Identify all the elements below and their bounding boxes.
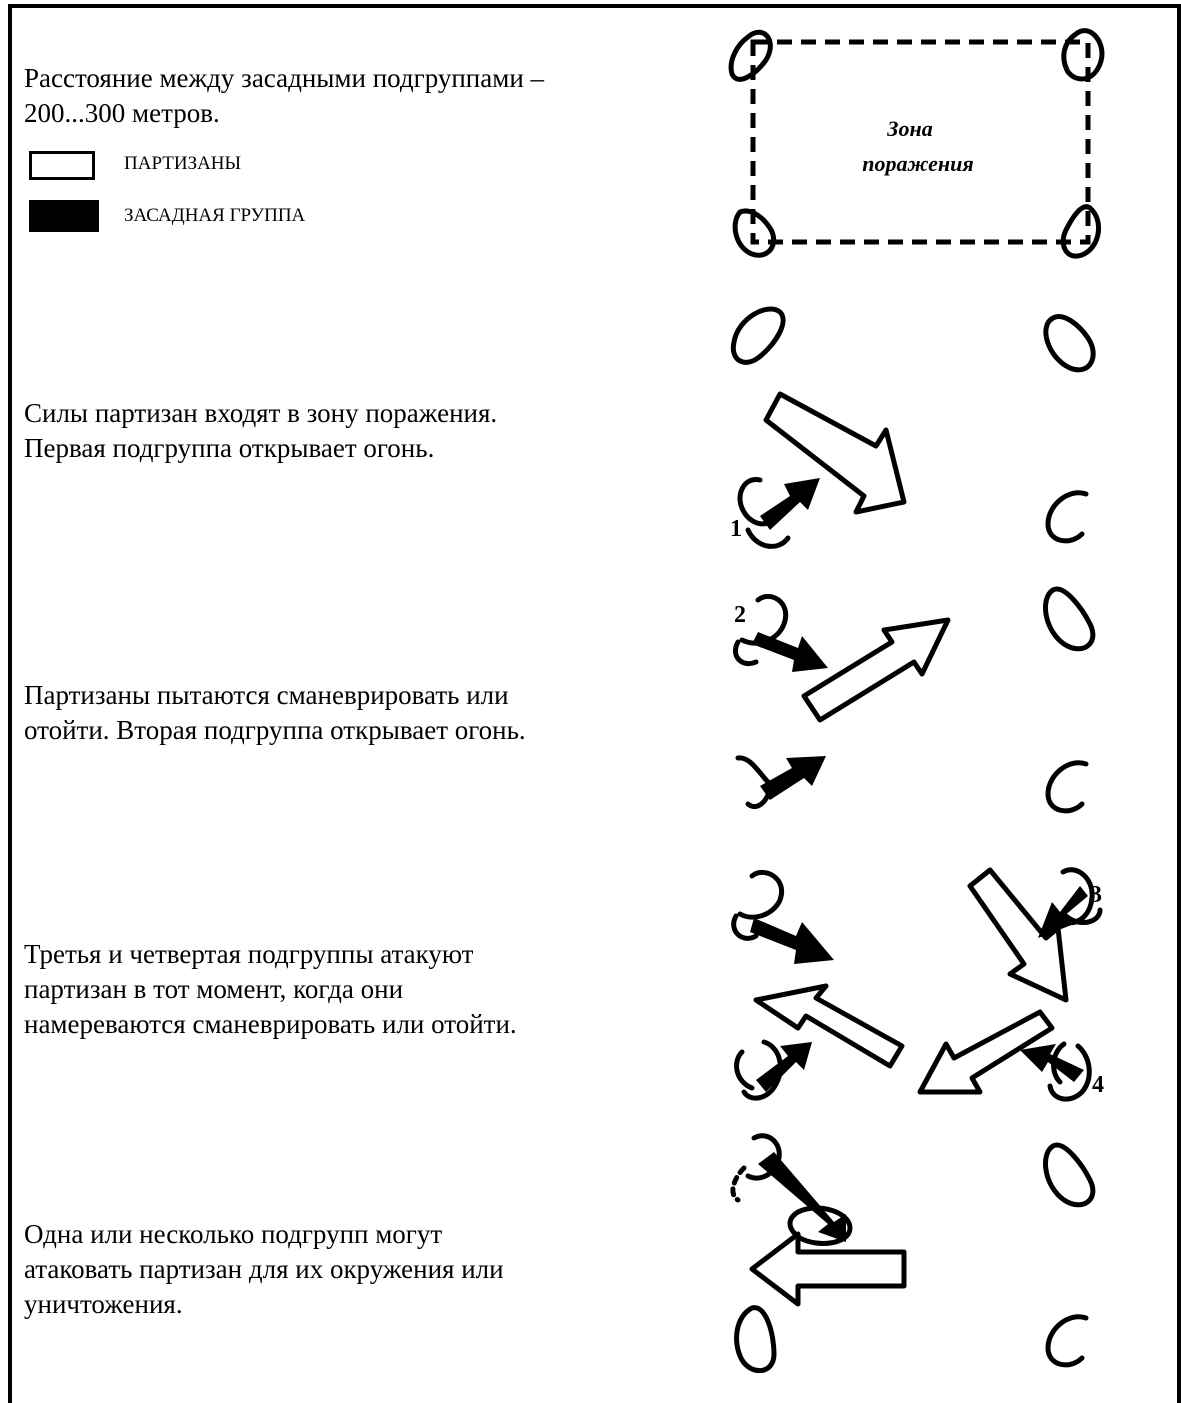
ambush-position-icon <box>734 1305 777 1373</box>
ambush-position-icon <box>734 1049 755 1091</box>
step-5-line-3: уничтожения. <box>24 1289 183 1319</box>
attack-diagram: 3 4 <box>731 867 1104 1102</box>
ambush-position-icon <box>1043 586 1096 652</box>
page-frame <box>8 4 1181 1403</box>
kill-zone-outline <box>750 39 1091 245</box>
step-5-line-1: Одна или несколько подгрупп могут <box>24 1219 443 1249</box>
ambush-position-icon <box>787 1205 853 1246</box>
ambush-position-icon <box>737 869 785 920</box>
ambush-fire-arrow <box>1038 886 1088 938</box>
step-4-line-3: намереваются сманеврировать или отойти. <box>24 1009 517 1039</box>
diagram-panel-2: 1 <box>708 290 1138 570</box>
ambush-position-icon <box>731 913 759 941</box>
maneuver-diagram: 2 <box>732 586 1096 814</box>
subgroup-number-3: 3 <box>1090 882 1102 908</box>
step-3-line-2: отойти. Вторая подгруппа открывает огонь… <box>24 715 526 745</box>
ambush-fire-arrow <box>758 1152 846 1242</box>
ambush-fire-arrow <box>760 756 826 800</box>
ambush-fire-arrow <box>1020 1044 1084 1082</box>
ambush-fire-arrow <box>750 918 834 964</box>
partisan-arrow <box>801 617 951 723</box>
ambush-position-icon <box>1045 1314 1089 1368</box>
partisan-arrow <box>763 391 907 515</box>
ambush-position-icon <box>1060 204 1101 259</box>
step-2-line-1: Силы партизан входят в зону поражения. <box>24 398 498 428</box>
diagram-panel-3: 2 <box>708 578 1138 840</box>
ambush-position-icon <box>745 527 791 549</box>
step-2-line-2: Первая подгруппа открывает огонь. <box>24 433 435 463</box>
step-4-text: Третья и четвертая подгруппы атакуют пар… <box>24 937 517 1042</box>
legend-partisans-swatch <box>29 151 95 180</box>
legend-ambush-swatch <box>29 200 99 232</box>
step-3-text: Партизаны пытаются сманеврировать или от… <box>24 678 526 748</box>
ambush-position-icon <box>730 306 786 365</box>
ambush-position-icon <box>728 29 773 82</box>
step-4-line-2: партизан в тот момент, когда они <box>24 974 404 1004</box>
ambush-position-icon <box>1063 907 1103 926</box>
diagram-panel-5 <box>708 1128 1138 1390</box>
diagram-panel-1: Зона поражения <box>708 12 1138 280</box>
ambush-position-icon <box>1045 490 1089 544</box>
ambush-position-icon <box>1061 28 1105 82</box>
subgroup-number-1: 1 <box>730 516 742 542</box>
ambush-position-icon <box>1045 760 1089 814</box>
ambush-fire-arrow <box>760 478 820 530</box>
subgroup-number-4: 4 <box>1092 1072 1104 1098</box>
partisan-arrow <box>917 1009 1055 1095</box>
ambush-position-icon <box>732 639 759 666</box>
legend-partisans-label: ПАРТИЗАНЫ <box>124 153 242 174</box>
step-5-line-2: атаковать партизан для их окружения или <box>24 1254 504 1284</box>
partisan-arrow <box>749 1231 907 1307</box>
ambush-position-icon <box>730 1165 747 1203</box>
step-1-text: Расстояние между засадными подгруппами –… <box>24 61 544 131</box>
ambush-position-icon <box>1043 314 1096 373</box>
zone-label-line-2: поражения <box>862 151 973 176</box>
kill-zone-diagram: Зона поражения <box>728 28 1105 259</box>
ambush-position-icon <box>1047 1043 1092 1102</box>
zone-label-line-1: Зона <box>886 116 932 141</box>
step-3-line-1: Партизаны пытаются сманеврировать или <box>24 680 509 710</box>
step-1-line-2: 200...300 метров. <box>24 98 220 128</box>
ambush-position-icon <box>732 208 777 258</box>
diagram-panel-4: 3 4 <box>708 856 1138 1118</box>
entry-diagram: 1 <box>730 306 1096 549</box>
step-1-line-1: Расстояние между засадными подгруппами – <box>24 63 545 93</box>
subgroup-number-2: 2 <box>734 602 746 628</box>
partisan-arrow <box>967 867 1069 1003</box>
step-4-line-1: Третья и четвертая подгруппы атакуют <box>24 939 474 969</box>
step-5-text: Одна или несколько подгрупп могут атаков… <box>24 1217 504 1322</box>
ambush-fire-arrow <box>756 1042 812 1092</box>
partisan-arrow <box>753 983 905 1069</box>
ambush-position-icon <box>1043 1142 1096 1208</box>
ambush-position-icon <box>735 755 772 809</box>
legend-ambush-label: ЗАСАДНАЯ ГРУППА <box>124 205 306 226</box>
ambush-fire-arrow <box>752 632 828 672</box>
encirclement-diagram <box>730 1133 1096 1373</box>
step-2-text: Силы партизан входят в зону поражения. П… <box>24 396 497 466</box>
ambush-position-icon <box>741 1039 783 1101</box>
